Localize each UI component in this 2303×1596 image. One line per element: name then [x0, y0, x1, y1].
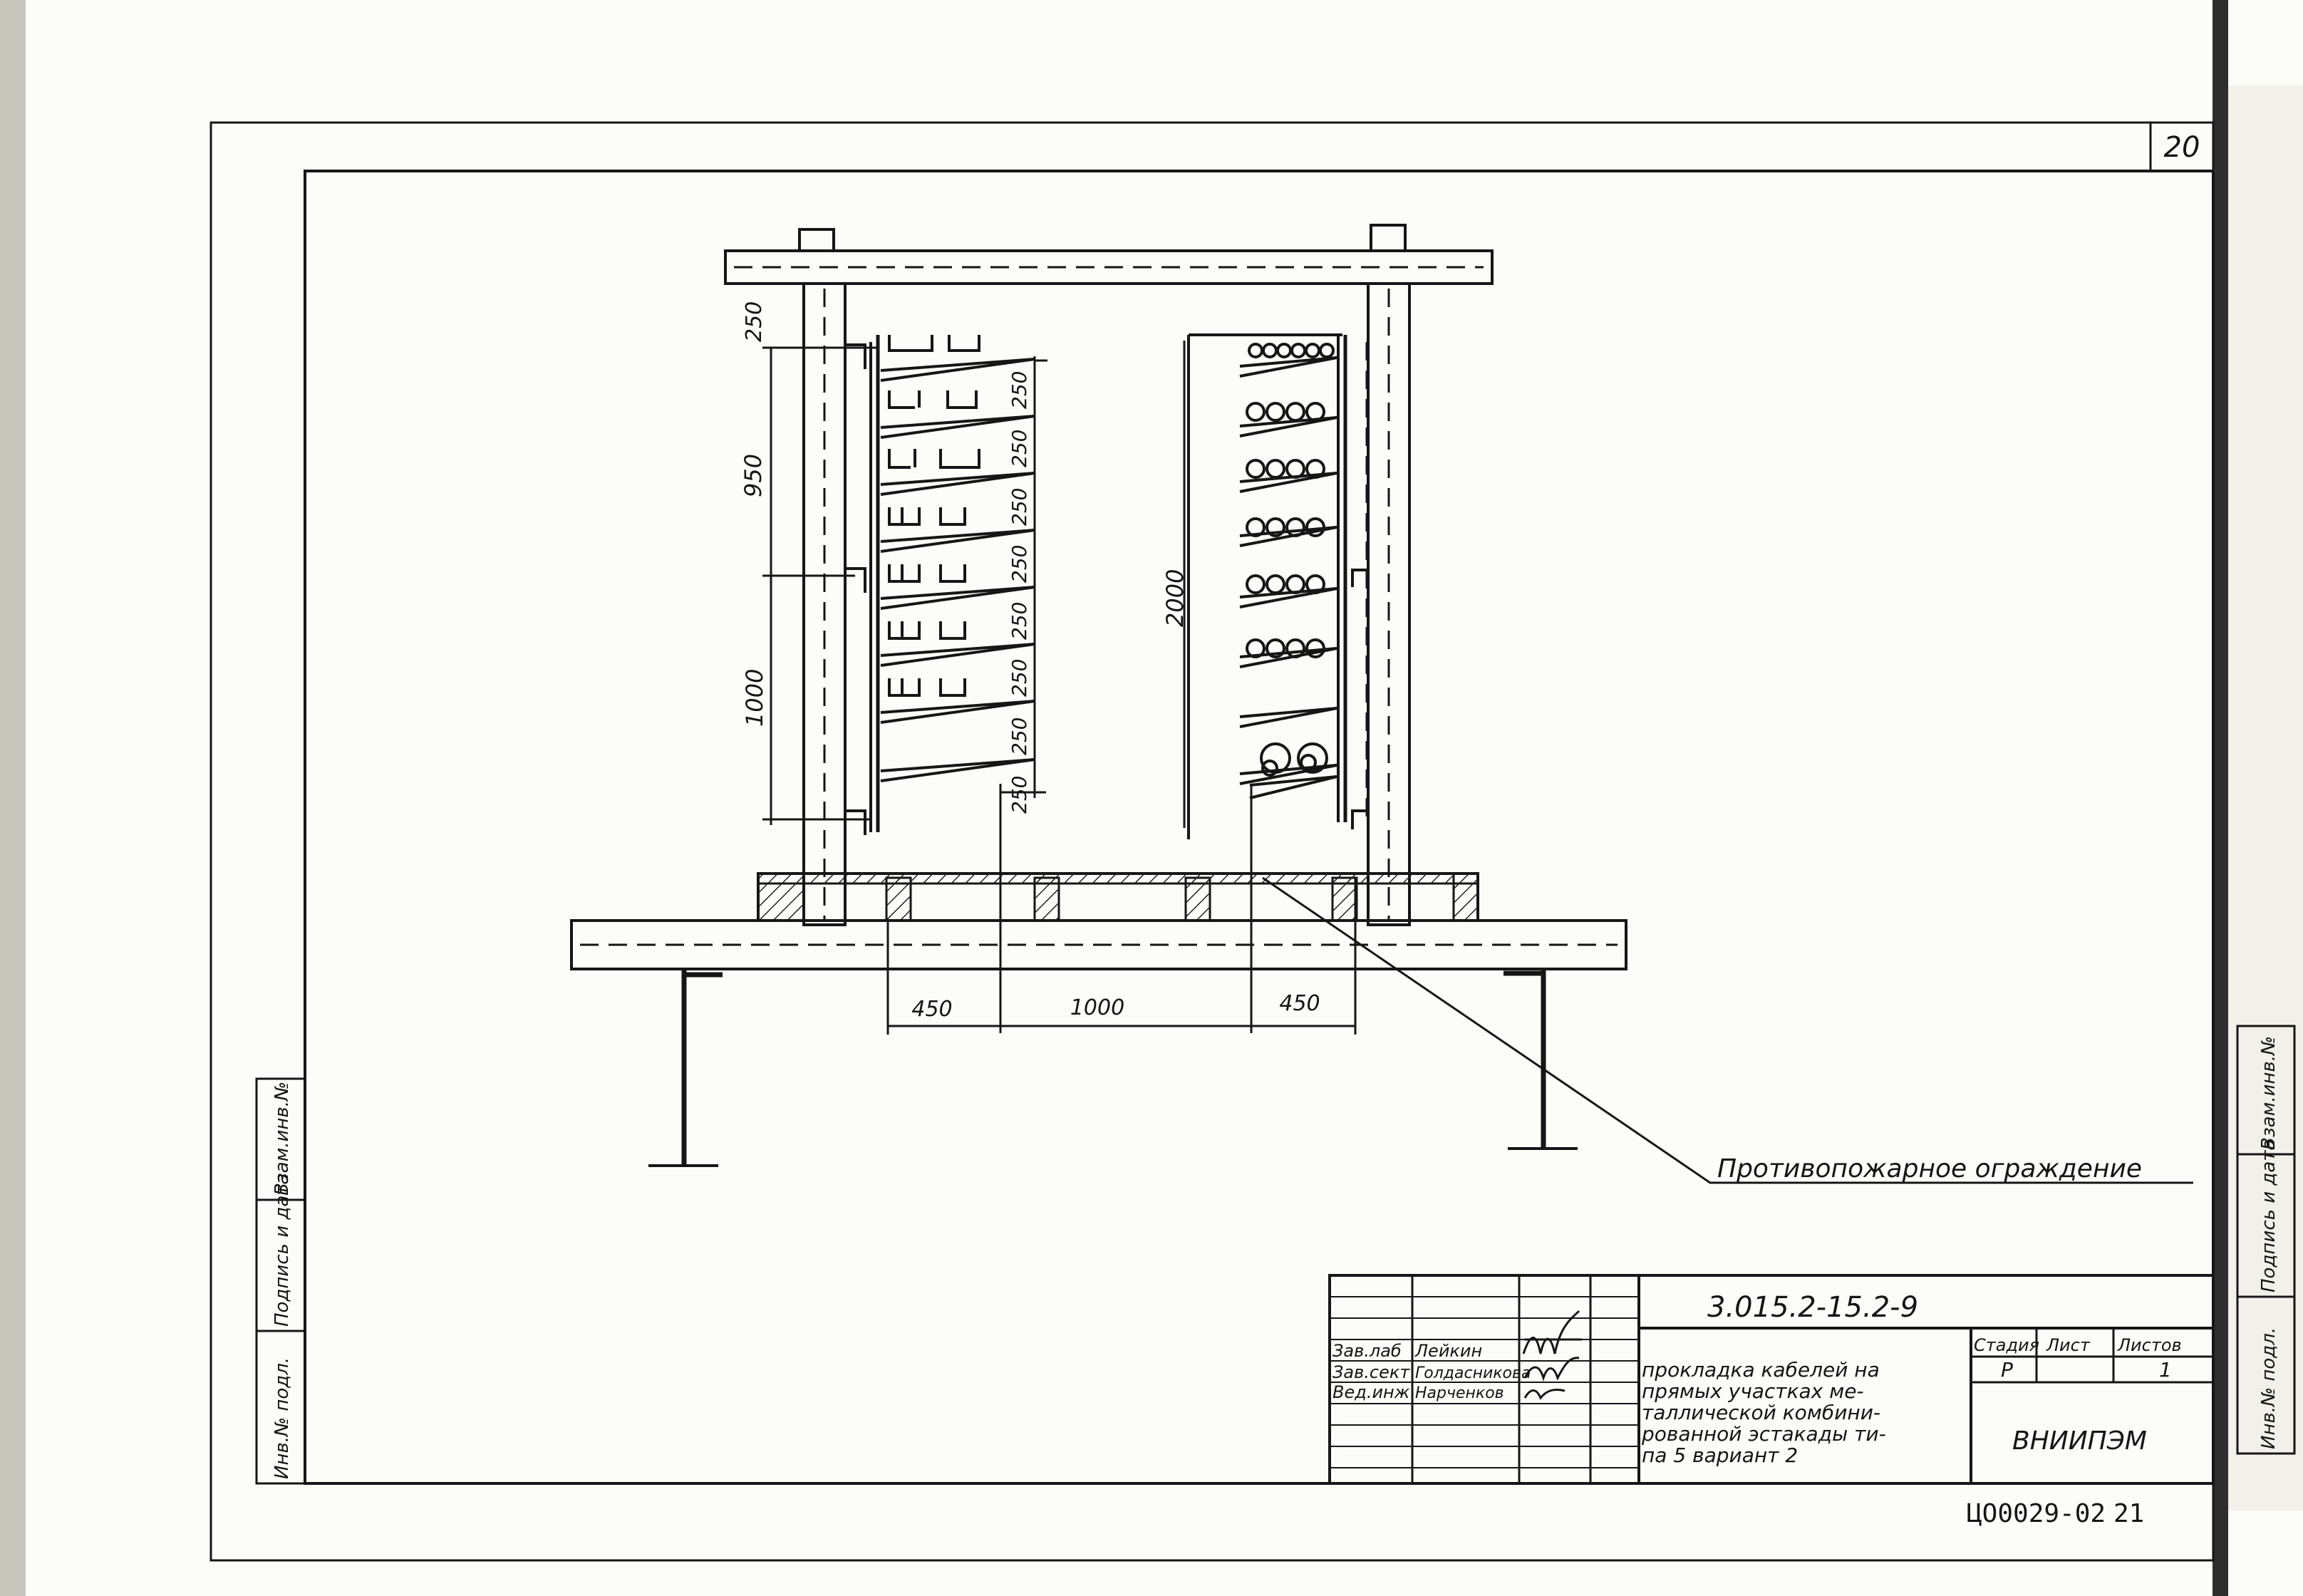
right-column-cap	[1370, 224, 1407, 252]
right-support-leg	[1504, 969, 1546, 1147]
right-strip-label-inv: Инв.№ подл.	[2258, 1327, 2279, 1449]
right-strip-label-sign: Подпись и дата	[2258, 1139, 2279, 1292]
signature-scribble-1	[1522, 1310, 1582, 1354]
description-line-2: прямых участках ме-	[1642, 1379, 1864, 1403]
right-rack-cables	[1246, 343, 1335, 777]
drawing-designation: 3.015.2-15.2-9	[1707, 1291, 1918, 1324]
stage-header: Стадия	[1974, 1335, 2039, 1355]
stage-value: Р	[2001, 1358, 2013, 1382]
strip-label-inv: Инв.№ подл.	[271, 1357, 293, 1479]
page-number: 20	[2164, 131, 2200, 164]
signature-name-3: Нарченков	[1415, 1384, 1504, 1402]
page-number-box	[2149, 121, 2215, 172]
dim-450-right: 450	[1279, 991, 1320, 1016]
left-rack-shelves	[880, 358, 1035, 782]
lower-beam	[570, 919, 1627, 970]
left-binding-strip	[255, 1077, 306, 1485]
signature-role-1: Зав.лаб	[1332, 1341, 1402, 1361]
left-column	[802, 282, 847, 926]
signature-scribble-3	[1523, 1388, 1565, 1400]
dim-2000: 2000	[1161, 569, 1189, 627]
signature-name-2: Голдасникова	[1415, 1364, 1531, 1382]
shelf-pitch-8: 250	[1008, 776, 1031, 814]
scan-left-edge	[0, 0, 26, 1596]
sheet-header: Лист	[2046, 1335, 2091, 1355]
description-line-3: таллической комбини-	[1642, 1401, 1880, 1424]
signature-scribble-2	[1523, 1357, 1580, 1382]
right-binding-strip	[2236, 1025, 2296, 1455]
organization: ВНИИПЭМ	[2012, 1426, 2147, 1456]
dim-1000-bottom: 1000	[1070, 995, 1124, 1020]
shelf-pitch-2: 250	[1008, 430, 1031, 467]
shelf-pitch-5: 250	[1008, 602, 1031, 640]
signature-role-2: Зав.сект	[1332, 1362, 1410, 1382]
strip-label-sign: Подпись и дата	[271, 1173, 293, 1327]
left-rack-channels	[888, 335, 980, 697]
description-line-5: па 5 вариант 2	[1642, 1444, 1798, 1467]
shelf-pitch-1: 250	[1008, 371, 1031, 409]
top-beam	[724, 249, 1494, 285]
scan-right-page	[2228, 86, 2303, 1510]
left-column-cap	[798, 228, 835, 252]
callout-leader	[1262, 876, 2193, 1184]
title-block	[1328, 1274, 2215, 1485]
description-line-4: рованной эстакады ти-	[1641, 1422, 1886, 1446]
trestle-structure	[570, 224, 1627, 1167]
archive-page: 21	[2113, 1499, 2144, 1528]
dim-250-top: 250	[742, 301, 767, 342]
dim-950: 950	[740, 454, 767, 497]
sheets-value: 1	[2159, 1358, 2172, 1382]
left-support-leg	[681, 970, 723, 1167]
description-line-1: прокладка кабелей на	[1642, 1358, 1880, 1382]
signature-name-1: Лейкин	[1414, 1341, 1482, 1361]
shelf-pitch-4: 250	[1008, 545, 1031, 583]
outer-border	[209, 121, 2215, 1562]
signature-role-3: Вед.инж	[1332, 1382, 1410, 1402]
shelf-pitch-7: 250	[1008, 717, 1031, 755]
archive-code: ЦО0029-02	[1967, 1499, 2106, 1528]
right-strip-label-replace: Взам.инв.№	[2258, 1036, 2279, 1150]
dim-1000-left: 1000	[741, 669, 768, 727]
dim-450-left: 450	[911, 997, 952, 1022]
scan-right-binding	[2213, 0, 2228, 1596]
strip-label-replace: Взам.инв.№	[271, 1082, 293, 1196]
sheets-header: Листов	[2117, 1335, 2182, 1355]
fire-barrier-callout: Противопожарное ограждение	[1717, 1154, 2142, 1183]
dimension-lines	[762, 341, 1357, 1035]
right-column	[1367, 282, 1411, 926]
shelf-pitch-3: 250	[1008, 488, 1031, 526]
shelf-pitch-6: 250	[1008, 659, 1031, 697]
inner-frame	[304, 170, 2215, 1485]
